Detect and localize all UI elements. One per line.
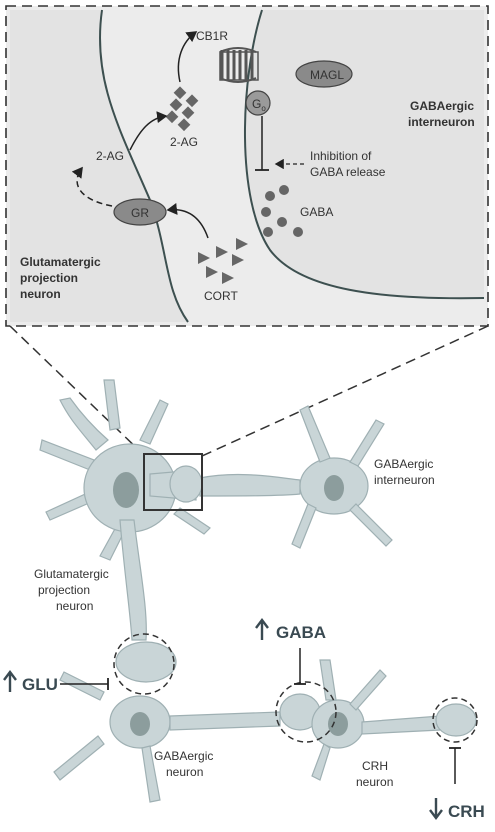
up-glu-indicator: GLU	[3, 670, 109, 694]
crh-nucleus	[328, 712, 348, 736]
crh-neuron-label: CRH neuron	[356, 759, 393, 789]
go-label: Go	[252, 97, 266, 113]
up-arrow-icon	[255, 618, 269, 640]
zoom-line-left	[9, 325, 146, 457]
gaba-vesicles	[261, 185, 303, 237]
up-gaba-indicator: GABA	[255, 618, 326, 685]
glutamatergic-soma-region	[10, 10, 188, 322]
glutamatergic-membrane	[98, 9, 189, 323]
synapse-circle-glu	[113, 633, 175, 695]
cort-molecules	[198, 238, 248, 284]
zoom-box	[143, 453, 203, 511]
go-protein	[245, 90, 271, 116]
interneuron-nucleus	[324, 475, 344, 501]
down-crh-indicator: CRH	[429, 747, 485, 821]
up-arrow-icon	[3, 670, 17, 692]
arrow-cort-to-gr	[166, 202, 209, 239]
inhibition-label: Inhibition of GABA release	[310, 149, 386, 179]
up-glu-label: GLU	[22, 675, 58, 694]
inset-glutamatergic-label: Glutamatergic projection neuron	[20, 255, 104, 301]
two-ag-left-label: 2-AG	[96, 149, 124, 163]
lower-circuit	[39, 379, 477, 803]
inset-panel: CB1R MAGL Go GABAergic interneuron 2-AG …	[5, 5, 489, 327]
arrow-2ag-to-cb1r	[177, 31, 198, 83]
gaba-label: GABA	[300, 205, 333, 219]
synapse-circle-crh	[432, 697, 478, 743]
gabaergic-membrane	[244, 9, 485, 300]
synapse-circle-gaba	[275, 681, 337, 743]
zoom-line-right	[201, 325, 489, 457]
lower-gabaergic-interneuron-label: GABAergic interneuron	[374, 457, 437, 487]
gr-receptor	[113, 198, 167, 226]
magl-enzyme	[295, 60, 353, 88]
cb1r-receptor	[219, 47, 259, 83]
down-arrow-icon	[429, 798, 443, 820]
glutamatergic-nucleus	[113, 472, 139, 508]
gabaergic-neuron-shape	[53, 641, 281, 803]
up-gaba-label: GABA	[276, 623, 326, 642]
arrow-2ag-membrane	[129, 111, 168, 151]
lower-glutamatergic-label: Glutamatergic projection neuron	[34, 567, 112, 613]
dashed-arrow-gr-to-2ag	[71, 166, 113, 207]
gabaergic-neuron-label: GABAergic neuron	[154, 749, 217, 779]
two-ag-molecules	[165, 86, 199, 132]
down-crh-label: CRH	[448, 802, 485, 821]
cb1r-label: CB1R	[196, 29, 228, 43]
cort-label: CORT	[204, 289, 238, 303]
two-ag-top-label: 2-AG	[170, 135, 198, 149]
magl-label: MAGL	[310, 68, 344, 82]
gabaergic-nucleus	[130, 712, 150, 736]
inset-gabaergic-interneuron-label: GABAergic interneuron	[408, 99, 477, 129]
crh-neuron-shape	[279, 659, 477, 781]
gr-label: GR	[131, 206, 149, 220]
